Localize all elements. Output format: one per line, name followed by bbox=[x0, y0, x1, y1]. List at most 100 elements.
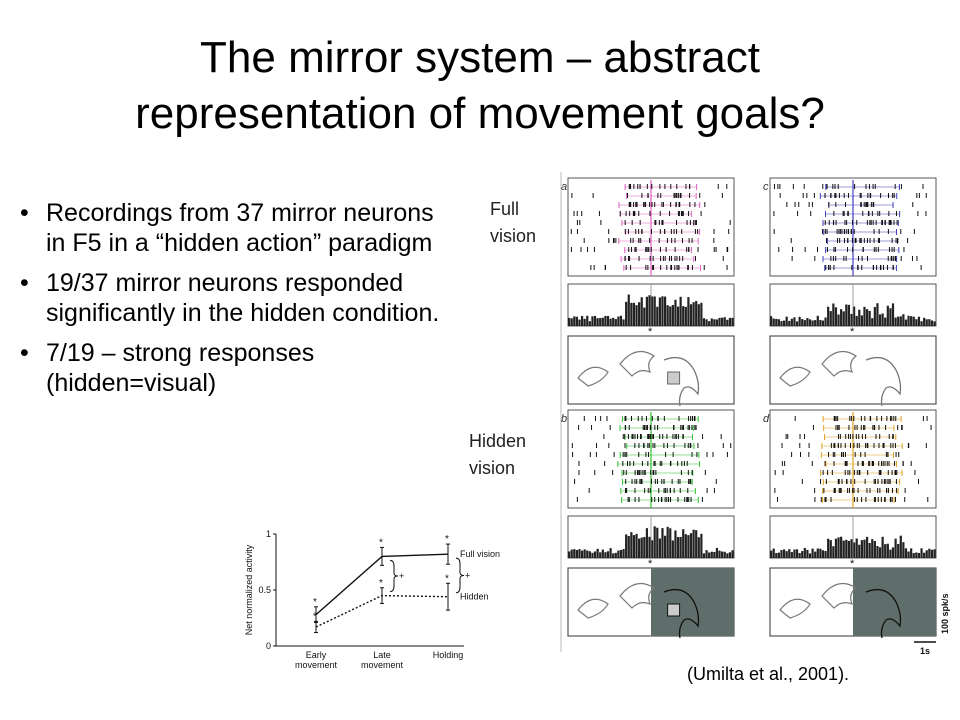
histogram-bar bbox=[604, 315, 607, 326]
histogram-bar bbox=[772, 548, 775, 558]
histogram-bar bbox=[612, 317, 615, 326]
panel-letter: b bbox=[561, 413, 567, 425]
histogram-bar bbox=[884, 317, 887, 326]
histogram-bar bbox=[596, 318, 599, 326]
histogram-bar bbox=[728, 317, 732, 326]
histogram-bar bbox=[638, 302, 641, 326]
bullet-item: 7/19 – strong responses (hidden=visual) bbox=[20, 338, 440, 398]
histogram-bar bbox=[575, 316, 578, 326]
histogram-bar bbox=[658, 297, 661, 326]
histogram-bar bbox=[907, 551, 910, 558]
histogram-bar bbox=[708, 321, 711, 326]
title-line-2: representation of movement goals? bbox=[135, 89, 825, 138]
histogram-bar bbox=[622, 319, 625, 326]
hidden-vision-label-line-1: Hidden bbox=[469, 431, 527, 451]
histogram-bar bbox=[925, 319, 928, 326]
occluding-screen bbox=[651, 568, 734, 636]
histogram-bar bbox=[625, 301, 628, 326]
histogram-bar bbox=[930, 549, 934, 558]
histogram-bar bbox=[599, 552, 602, 558]
hand-drawing bbox=[865, 588, 902, 639]
histogram-bar bbox=[801, 319, 804, 326]
histogram-bar bbox=[661, 296, 664, 326]
histogram-bar bbox=[591, 552, 594, 558]
histogram-bar bbox=[656, 306, 659, 326]
histogram-bar bbox=[899, 316, 902, 326]
histogram-bar bbox=[858, 309, 861, 326]
histogram-bar bbox=[917, 552, 921, 558]
histogram-bar bbox=[702, 553, 706, 558]
histogram-bar bbox=[933, 549, 936, 558]
drawing-box bbox=[567, 335, 735, 405]
histogram-bar bbox=[793, 549, 796, 558]
histogram-bar bbox=[591, 316, 594, 326]
histogram-bar bbox=[785, 316, 788, 326]
histogram-bar bbox=[873, 307, 876, 326]
histogram-bar bbox=[795, 321, 799, 326]
histogram-bar bbox=[599, 318, 602, 326]
histogram-bar bbox=[770, 316, 773, 326]
full-vision-label-line-2: vision bbox=[490, 226, 537, 246]
histogram-bar bbox=[568, 551, 571, 558]
histogram-bar bbox=[648, 536, 651, 558]
histogram-bar bbox=[811, 320, 814, 326]
histogram-bar bbox=[910, 548, 913, 558]
histogram-bar bbox=[863, 539, 866, 558]
histogram-bar bbox=[878, 547, 882, 558]
histogram-bar bbox=[777, 319, 780, 326]
histogram-bar bbox=[837, 537, 840, 558]
histogram-bar bbox=[824, 317, 827, 326]
histogram-bar bbox=[663, 535, 667, 558]
histogram-bar bbox=[575, 549, 578, 558]
histogram-bar bbox=[904, 319, 908, 326]
histogram-bar bbox=[612, 553, 615, 558]
histogram-bar bbox=[687, 297, 690, 326]
histogram-bar bbox=[829, 540, 832, 558]
histogram-bar bbox=[842, 311, 845, 326]
hidden-vision-label: Hidden vision bbox=[469, 428, 526, 482]
histogram-bar bbox=[770, 550, 773, 558]
histogram-bar bbox=[580, 550, 584, 558]
histogram-bar bbox=[638, 538, 641, 558]
histogram-bar bbox=[902, 314, 905, 326]
neuron-raster-figure: a*c*b*d*100 spk/s1s bbox=[560, 172, 950, 656]
hand-drawing bbox=[619, 350, 656, 377]
histogram-bar bbox=[915, 552, 918, 558]
histogram-bar bbox=[645, 528, 649, 558]
significance-star: * bbox=[379, 537, 383, 548]
x-tick-label: Holding bbox=[433, 650, 464, 660]
histogram-bar bbox=[705, 319, 708, 326]
histogram-bar bbox=[821, 320, 825, 326]
histogram-bar bbox=[855, 538, 858, 558]
histogram-bar bbox=[580, 316, 584, 326]
histogram-bar bbox=[593, 551, 597, 558]
alignment-star: * bbox=[850, 326, 855, 338]
histogram-bar bbox=[889, 308, 892, 326]
scale-bar-vertical-label: 100 spk/s bbox=[940, 593, 950, 634]
bullet-item: Recordings from 37 mirror neurons in F5 … bbox=[20, 198, 440, 258]
histogram-bar bbox=[840, 536, 843, 558]
histogram-bar bbox=[853, 542, 856, 558]
histogram-bar bbox=[840, 309, 843, 326]
histogram-bar bbox=[586, 315, 589, 326]
histogram-bar bbox=[795, 549, 799, 558]
histogram-bar bbox=[682, 306, 685, 326]
histogram-bar bbox=[697, 537, 700, 558]
histogram-bar bbox=[630, 532, 633, 558]
histogram-bar bbox=[923, 552, 926, 558]
histogram-bar bbox=[731, 317, 734, 326]
hand-drawing bbox=[577, 366, 609, 387]
histogram-bar bbox=[894, 538, 897, 558]
histogram-bar bbox=[827, 306, 830, 326]
histogram-bar bbox=[847, 540, 851, 558]
histogram-bar bbox=[803, 320, 806, 326]
histogram-bar bbox=[578, 549, 581, 558]
hidden-vision-label-line-2: vision bbox=[469, 458, 516, 478]
histogram-bar bbox=[604, 552, 607, 558]
histogram-bar bbox=[632, 302, 636, 326]
hand-drawing bbox=[865, 356, 902, 407]
histogram-bar bbox=[609, 548, 612, 558]
histogram-bar bbox=[710, 318, 713, 326]
histogram-bar bbox=[700, 302, 703, 326]
histogram-bar bbox=[917, 316, 921, 326]
